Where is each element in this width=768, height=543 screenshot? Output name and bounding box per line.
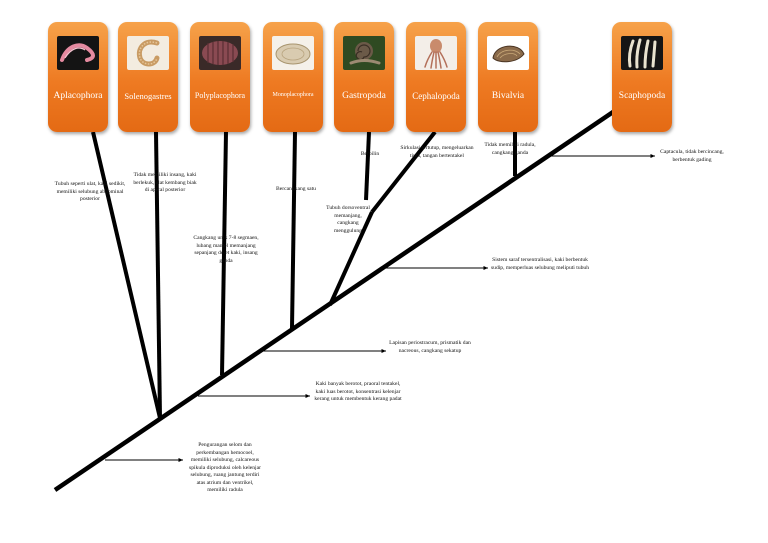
note-gastropoda-cephalopoda: Tubuh dorsoventral memanjang, cangkang m… [326, 205, 370, 234]
branch-gastropoda-cephalopoda [328, 211, 374, 306]
taxon-label: Polyplacophora [194, 91, 246, 100]
aplacophora-worm-photo-icon [57, 36, 99, 70]
monoplacophoran-shell-photo-icon [272, 36, 314, 70]
taxon-card-solenogastres: Solenogastres [118, 22, 178, 132]
solenogastres-worm-photo-icon [127, 36, 169, 70]
branch-gastropoda [364, 131, 371, 201]
taxon-label: Bivalvia [491, 91, 525, 101]
note-bivalvia: Tidak memiliki radula, cangkang ganda [484, 142, 536, 156]
taxon-label: Gastropoda [342, 91, 386, 101]
taxon-card-polyplacophora: Polyplacophora [190, 22, 250, 132]
branch-aplacophora [91, 131, 162, 419]
chiton-photo-icon [199, 36, 241, 70]
branch-monoplacophora [290, 131, 297, 329]
note-cephalopoda: Sirkulasi tertutup, mengeluarkan tinta, … [400, 145, 474, 159]
note-solenogastres: Tidak memiliki insang, kaki berlekuk, al… [133, 172, 197, 194]
taxon-label: Monoplacophora [272, 92, 314, 98]
branch-cephalopoda [370, 130, 437, 214]
tusk-shell-photo-icon [621, 36, 663, 70]
snail-photo-icon [343, 36, 385, 70]
main-trunk [53, 108, 618, 492]
taxon-card-scaphopoda: Scaphopoda [612, 22, 672, 132]
note-polyplacophora: Cangkang unik 7-8 segmaen, lubang mantel… [193, 235, 259, 264]
note-scaphopoda: Captacula, tidak bercincang, berbentuk g… [660, 149, 724, 163]
taxon-label: Scaphopoda [618, 91, 666, 101]
taxon-label: Solenogastres [124, 91, 172, 101]
note-nervous-system-node: Sistem saraf tersentralisasi, kaki berbe… [490, 257, 590, 271]
squid-photo-icon [415, 36, 457, 70]
note-aplacophora: Tubuh seperti ulat, kaki sedikit, memili… [54, 181, 126, 203]
taxon-card-aplacophora: Aplacophora [48, 22, 108, 132]
note-root-node: Pengurangan selom dan perkembangan hemoc… [189, 442, 261, 494]
taxon-card-cephalopoda: Cephalopoda [406, 22, 466, 132]
note-monoplacophora: Bercangkang satu [276, 186, 316, 192]
clam-shell-photo-icon [487, 36, 529, 70]
taxon-card-monoplacophora: Monoplacophora [263, 22, 323, 132]
branch-polyplacophora [220, 131, 228, 376]
note-shell-layers-node: Lapisan periostracum, prismatik dan nacr… [389, 340, 471, 354]
taxon-card-bivalvia: Bivalvia [478, 22, 538, 132]
taxon-card-gastropoda: Gastropoda [334, 22, 394, 132]
note-conchifera-node: Kaki banyak berotot, praoral tentakel, k… [314, 381, 402, 403]
taxon-label: Cephalopoda [412, 91, 460, 101]
taxon-label: Aplacophora [53, 91, 103, 101]
branch-solenogastres [154, 131, 162, 419]
note-gastropoda: Berpilin [360, 151, 380, 157]
